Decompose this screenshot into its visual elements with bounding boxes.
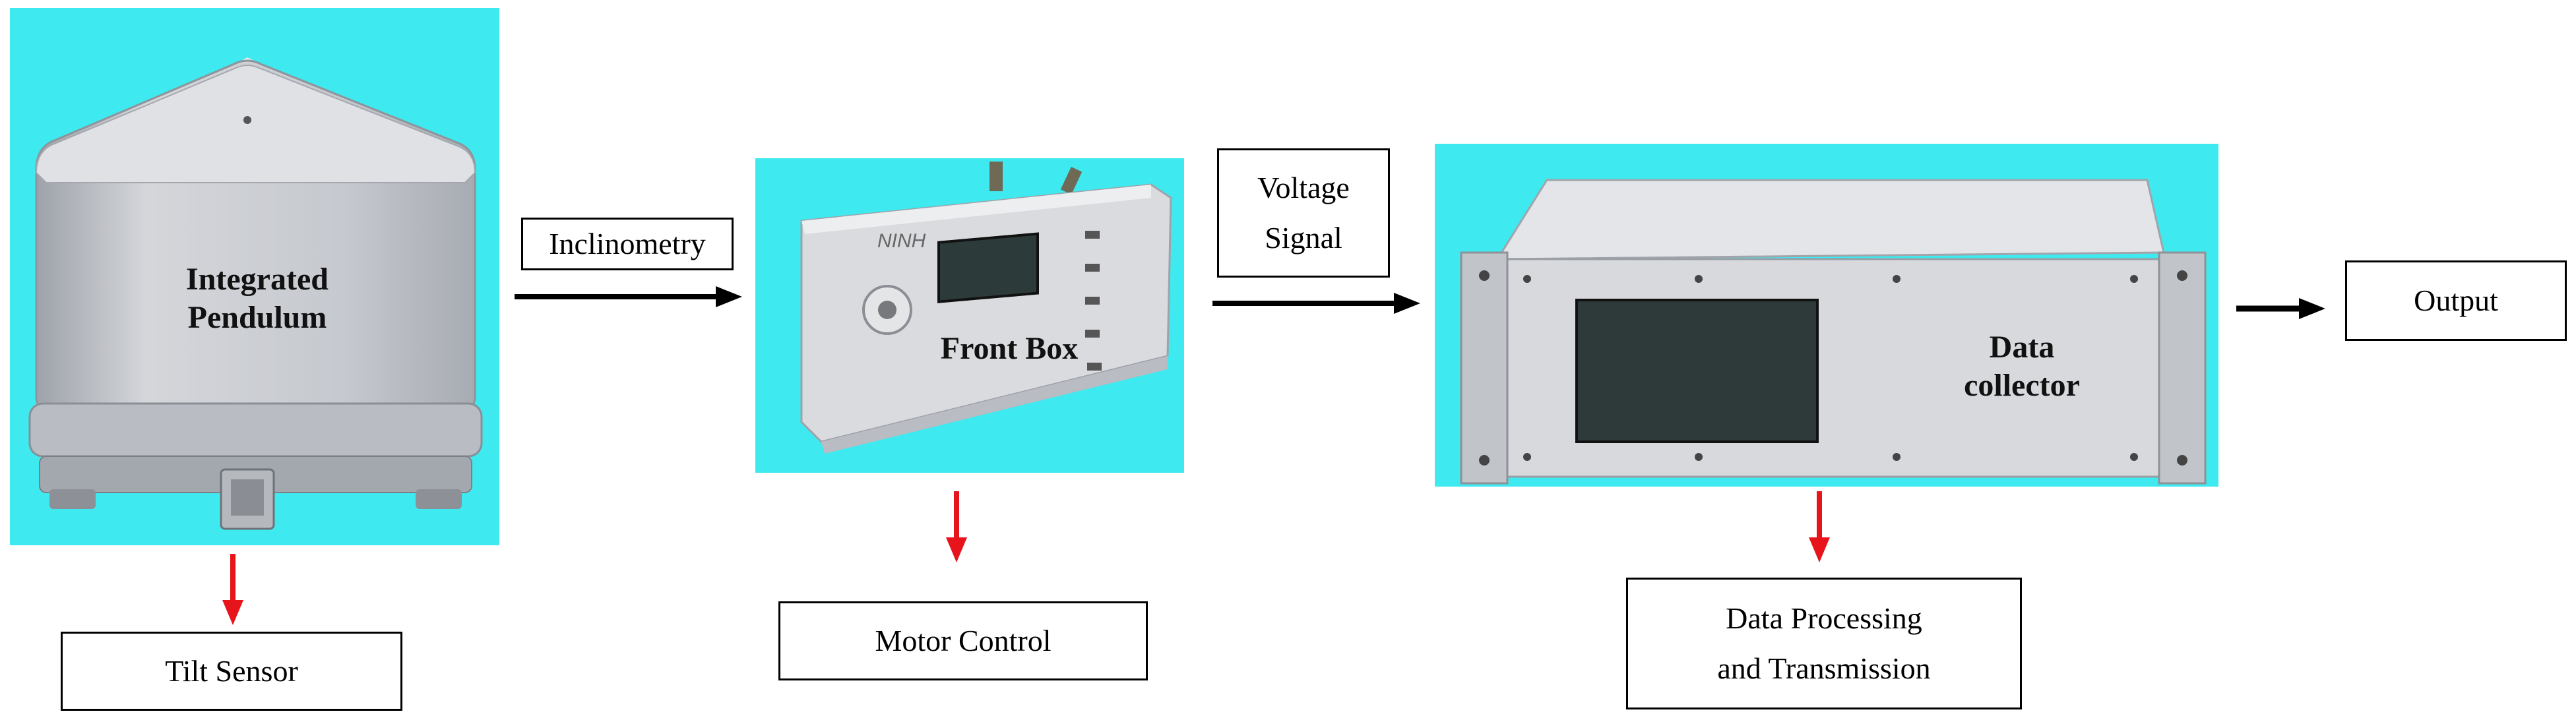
motor-control-box: Motor Control <box>778 601 1148 680</box>
collector-label: Data collector <box>1923 328 2121 404</box>
pendulum-label-line2: Pendulum <box>187 299 327 335</box>
flow-arrow-inclinometry <box>515 286 742 307</box>
voltage-label-line2: Signal <box>1265 221 1342 255</box>
data-processing-line1: Data Processing <box>1726 601 1922 636</box>
output-box: Output <box>2345 260 2567 341</box>
output-label: Output <box>2414 284 2498 318</box>
voltage-signal-label-box: Voltage Signal <box>1217 148 1390 278</box>
collector-label-line1: Data <box>1989 330 2055 365</box>
tilt-sensor-label: Tilt Sensor <box>165 654 298 688</box>
flow-arrow-voltage <box>1212 293 1420 314</box>
pendulum-label-line1: Integrated <box>186 262 329 297</box>
data-processing-box: Data Processing and Transmission <box>1626 578 2022 709</box>
pendulum-panel: Integrated Pendulum <box>10 8 499 545</box>
pendulum-device-image <box>28 57 483 530</box>
voltage-label-line1: Voltage <box>1257 171 1350 205</box>
pendulum-label: Integrated Pendulum <box>115 260 399 336</box>
front-box-brand: NINH <box>877 230 926 252</box>
motor-control-label: Motor Control <box>875 624 1052 658</box>
tilt-sensor-box: Tilt Sensor <box>61 632 402 711</box>
data-processing-line2: and Transmission <box>1717 651 1931 685</box>
red-arrow-motor <box>946 491 967 562</box>
front-box-label: Front Box <box>940 331 1079 366</box>
collector-panel: Data collector <box>1435 144 2218 487</box>
inclinometry-label: Inclinometry <box>549 227 706 261</box>
red-arrow-data <box>1809 491 1830 562</box>
collector-device-image <box>1460 179 2207 485</box>
front-box-device-image: NINH <box>800 162 1172 454</box>
front-box-panel: NINH Front Box <box>755 158 1184 473</box>
flow-arrow-output <box>2236 298 2325 319</box>
collector-label-line2: collector <box>1964 367 2080 403</box>
inclinometry-label-box: Inclinometry <box>521 218 734 270</box>
red-arrow-tilt <box>222 554 243 625</box>
